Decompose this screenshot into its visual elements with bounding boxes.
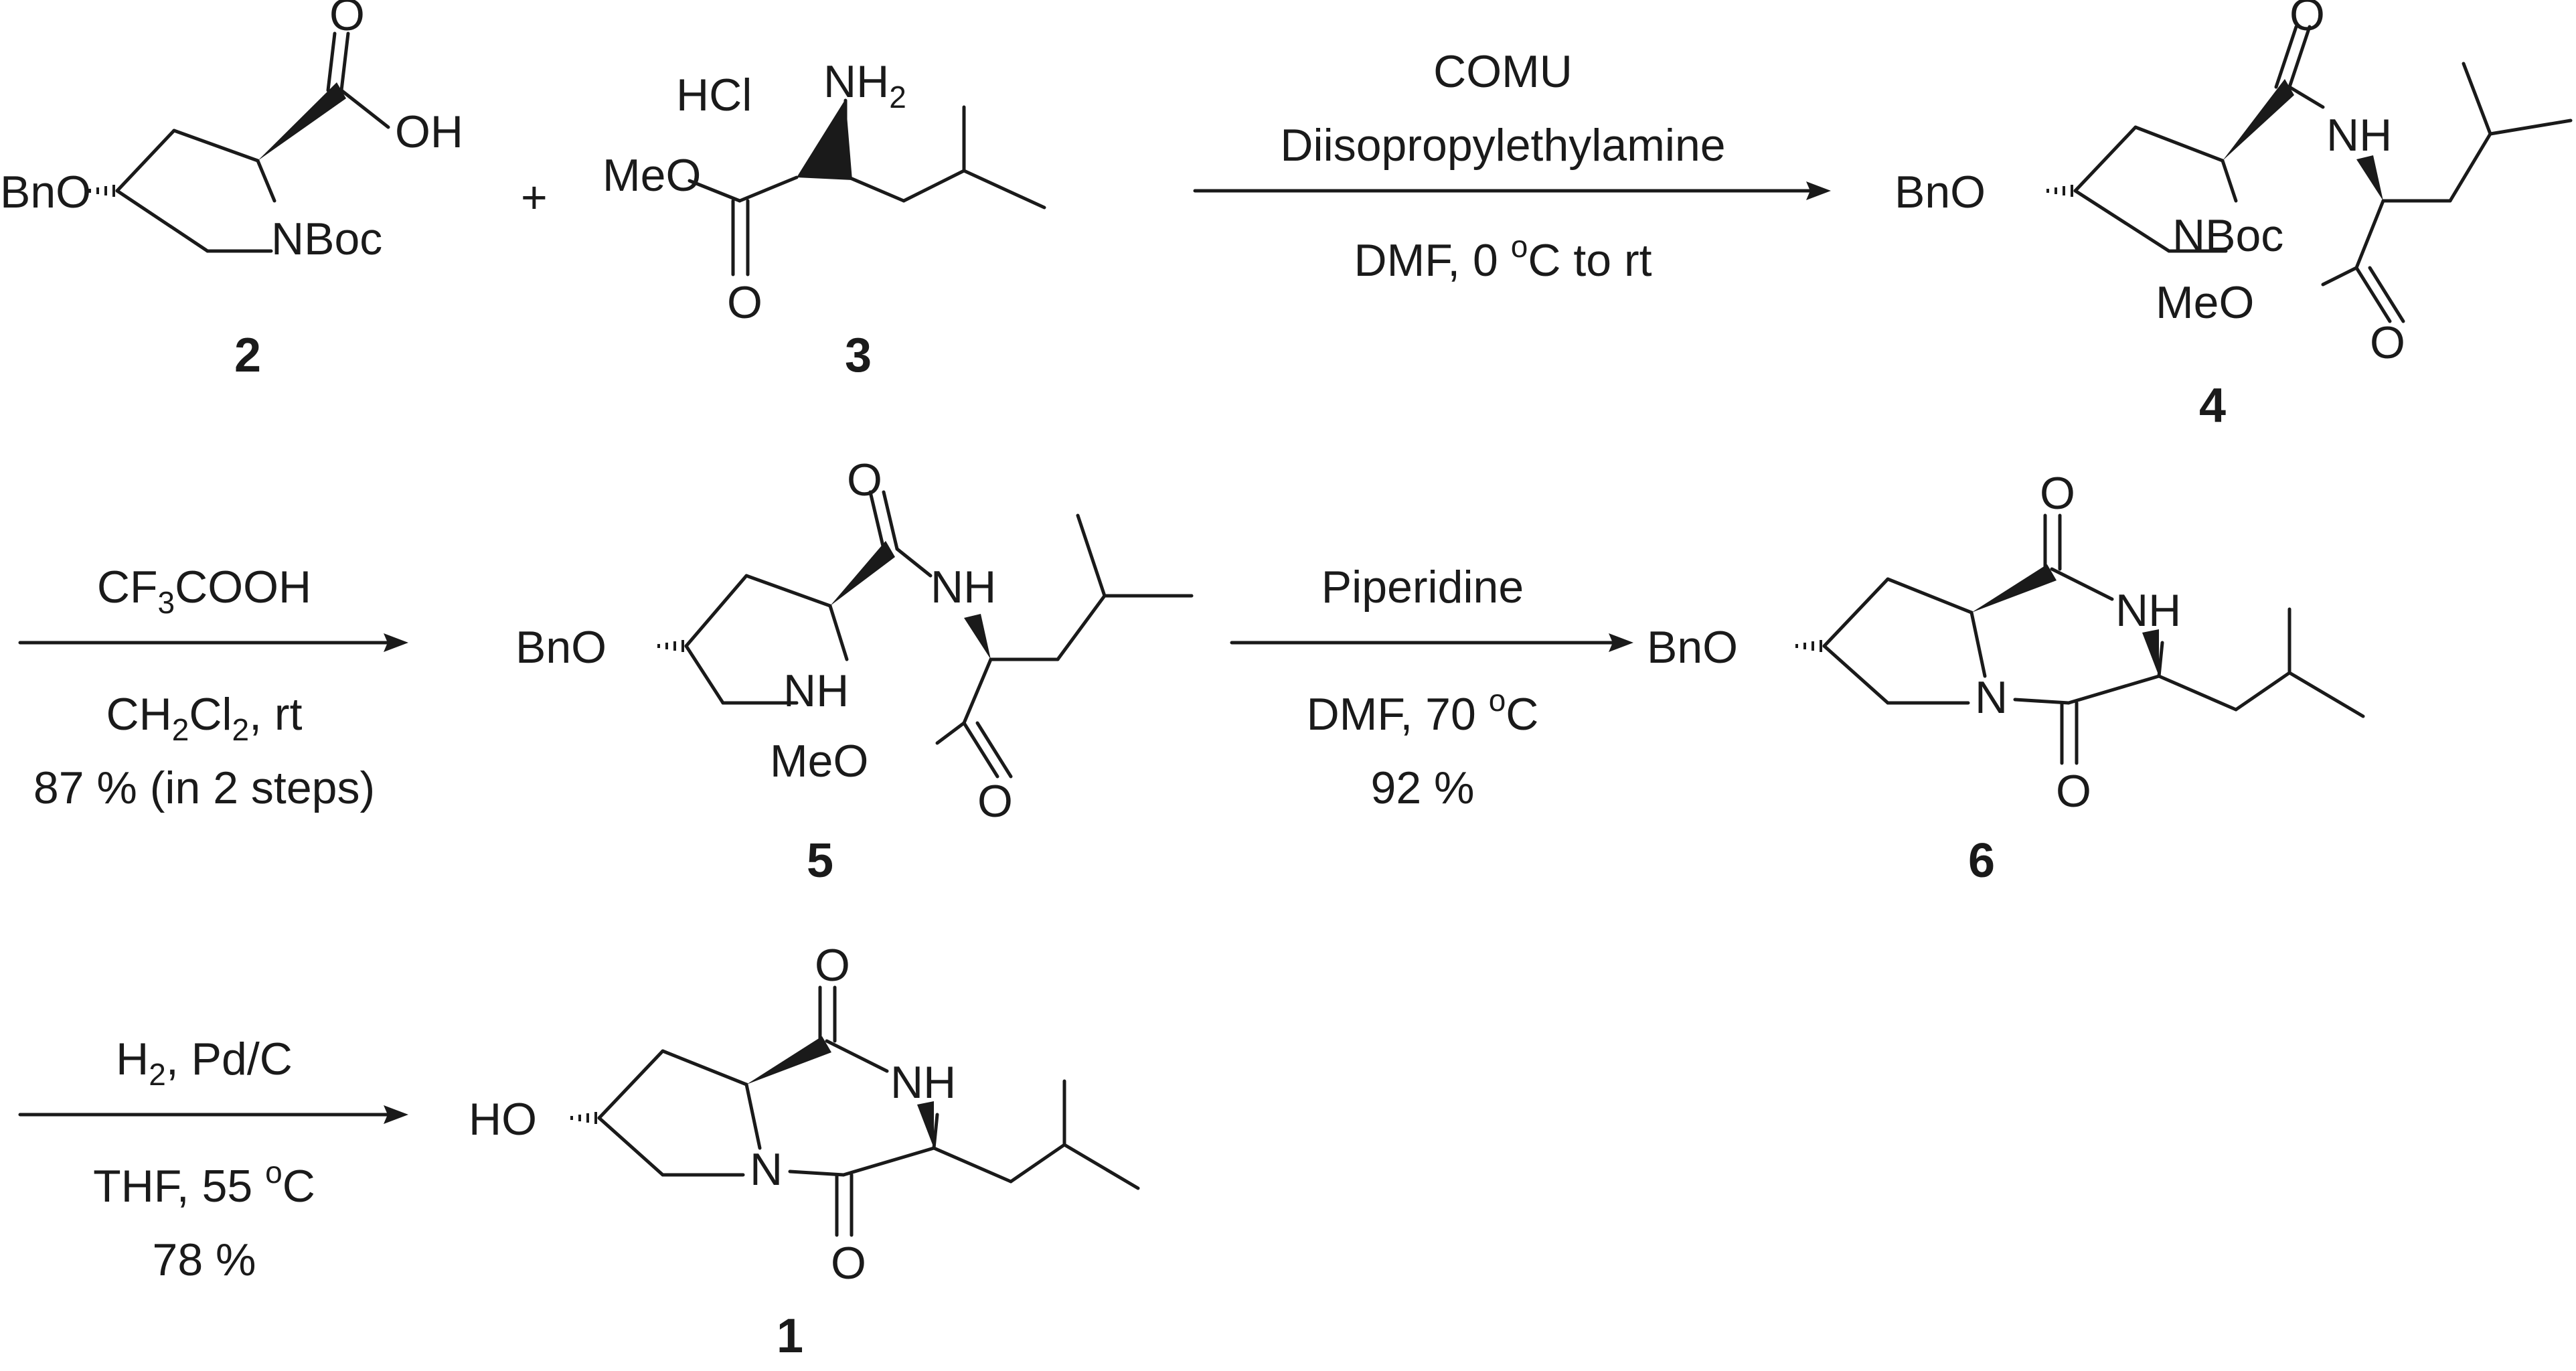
compound-5-wedge-bond-leucine bbox=[964, 614, 991, 659]
step-2-arrowhead bbox=[384, 633, 408, 652]
step-4-conditions: THF, 55 oC bbox=[93, 1155, 315, 1212]
plus-sign: + bbox=[521, 172, 548, 223]
compound-6-o-top-label: O bbox=[2040, 468, 2075, 519]
step-3-reagent: Piperidine bbox=[1321, 562, 1524, 613]
compound-4-number: 4 bbox=[2199, 379, 2226, 432]
compound-2: BnO OH O NBoc 2 bbox=[0, 0, 463, 382]
compound-1-n-label: N bbox=[750, 1144, 783, 1195]
compound-5-o-bottom-label: O bbox=[977, 776, 1013, 827]
compound-4: BnO O NH NBoc MeO O 4 bbox=[1895, 0, 2573, 432]
compound-5-meo-label: MeO bbox=[770, 736, 868, 787]
compound-5-number: 5 bbox=[807, 834, 833, 888]
compound-4-bonds bbox=[2073, 25, 2573, 323]
compound-1-number: 1 bbox=[777, 1309, 803, 1363]
compound-6: BnO O NH N O 6 bbox=[1647, 468, 2365, 888]
step-3-conditions: DMF, 70 oC bbox=[1307, 683, 1539, 740]
compound-4-wedge-bond-ring bbox=[2223, 79, 2294, 161]
compound-1-bonds bbox=[597, 985, 1140, 1237]
compound-5: BnO O NH NH MeO O 5 bbox=[515, 455, 1194, 888]
compound-3-bonds bbox=[688, 98, 1046, 276]
compound-1-hash-bond bbox=[570, 1112, 597, 1124]
compound-1-wedge-bond-ring bbox=[746, 1036, 831, 1084]
compound-5-nh-amide-label: NH bbox=[931, 562, 996, 613]
compound-6-nh-label: NH bbox=[2115, 585, 2181, 636]
compound-1-wedge-bond-leucine bbox=[917, 1101, 934, 1148]
compound-2-bonds bbox=[115, 31, 390, 253]
compound-5-hash-bond bbox=[657, 640, 684, 652]
compound-2-hash-bond bbox=[88, 185, 115, 197]
compound-6-o-bottom-label: O bbox=[2056, 766, 2091, 817]
compound-4-wedge-bond-leucine bbox=[2356, 155, 2383, 201]
compound-1: HO O NH N O 1 bbox=[469, 940, 1140, 1363]
compound-2-wedge-bond bbox=[258, 82, 346, 161]
compound-5-bno-label: BnO bbox=[515, 622, 607, 673]
compound-4-o-top-label: O bbox=[2289, 0, 2325, 40]
compound-6-wedge-bond-leucine bbox=[2142, 629, 2159, 676]
compound-3-meo-label: MeO bbox=[602, 150, 701, 201]
compound-6-number: 6 bbox=[1968, 834, 1995, 888]
compound-4-bno-label: BnO bbox=[1895, 167, 1986, 218]
compound-5-bonds bbox=[684, 490, 1194, 779]
compound-1-o-bottom-label: O bbox=[831, 1238, 866, 1289]
step-3-yield: 92 % bbox=[1371, 762, 1475, 813]
compound-6-bonds bbox=[1822, 513, 2365, 765]
step-4-yield: 78 % bbox=[153, 1234, 256, 1285]
reaction-step-4: H2, Pd/C THF, 55 oC 78 % bbox=[18, 1034, 408, 1285]
compound-3-number: 3 bbox=[845, 329, 872, 382]
step-1-reagent-base: Diisopropylethylamine bbox=[1280, 120, 1725, 171]
compound-2-o-label: O bbox=[329, 0, 365, 40]
compound-1-nh-label: NH bbox=[890, 1057, 956, 1108]
reaction-step-3: Piperidine DMF, 70 oC 92 % bbox=[1230, 562, 1633, 813]
compound-5-nh-ring-label: NH bbox=[783, 665, 849, 716]
compound-6-bno-label: BnO bbox=[1647, 622, 1738, 673]
reaction-step-1: COMU Diisopropylethylamine DMF, 0 oC to … bbox=[1193, 46, 1831, 286]
compound-4-nh-label: NH bbox=[2326, 110, 2392, 161]
compound-2-oh-label: OH bbox=[395, 106, 463, 157]
step-4-reagent: H2, Pd/C bbox=[116, 1034, 293, 1092]
compound-4-meo-label: MeO bbox=[2156, 277, 2254, 328]
step-1-conditions: DMF, 0 oC to rt bbox=[1354, 229, 1652, 286]
step-2-solvent: CH2Cl2, rt bbox=[106, 689, 303, 747]
compound-5-o-top-label: O bbox=[847, 455, 882, 505]
reaction-step-2: CF3COOH CH2Cl2, rt 87 % (in 2 steps) bbox=[18, 562, 408, 813]
step-1-arrowhead bbox=[1806, 181, 1831, 200]
step-2-reagent: CF3COOH bbox=[97, 562, 311, 620]
compound-4-hash-bond bbox=[2046, 185, 2073, 197]
compound-4-nboc-label: NBoc bbox=[2172, 210, 2283, 261]
compound-1-ho-label: HO bbox=[469, 1094, 537, 1145]
step-2-yield: 87 % (in 2 steps) bbox=[33, 762, 375, 813]
compound-3-hcl-label: HCl bbox=[676, 70, 752, 120]
compound-2-number: 2 bbox=[234, 329, 261, 382]
compound-2-bno-label: BnO bbox=[0, 167, 91, 218]
compound-6-wedge-bond-ring bbox=[1971, 564, 2057, 613]
compound-3-nh2-label: NH2 bbox=[823, 56, 906, 114]
step-3-arrowhead bbox=[1609, 633, 1633, 652]
compound-3-wedge-bond bbox=[797, 99, 852, 180]
step-4-arrowhead bbox=[384, 1105, 408, 1124]
compound-6-hash-bond bbox=[1795, 640, 1822, 652]
compound-3: HCl NH2 MeO O 3 bbox=[602, 56, 1046, 382]
compound-2-nboc-label: NBoc bbox=[271, 214, 382, 264]
step-1-reagent-comu: COMU bbox=[1433, 46, 1573, 97]
compound-4-o-bottom-label: O bbox=[2370, 317, 2405, 368]
compound-5-wedge-bond-ring bbox=[830, 541, 895, 606]
compound-3-o-label: O bbox=[727, 277, 762, 328]
compound-6-n-label: N bbox=[1975, 672, 2008, 723]
compound-1-o-top-label: O bbox=[815, 940, 850, 991]
